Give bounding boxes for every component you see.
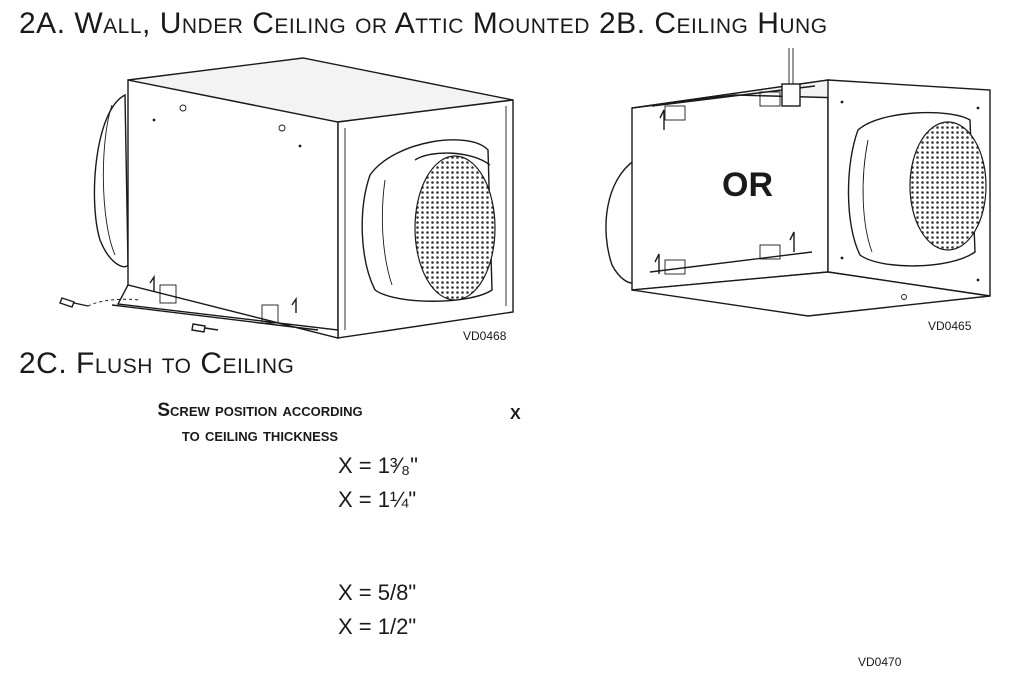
screw-position-title: Screw position according to ceiling thic… xyxy=(133,398,387,448)
screw-option-label: X = 1¼" xyxy=(338,487,417,512)
figure-code-2a: VD0468 xyxy=(463,329,507,343)
fig-2a-wall-mounted-unit xyxy=(59,57,514,339)
fig-2b-ceiling-hung-unit xyxy=(605,48,991,317)
or-label: OR xyxy=(722,166,773,204)
figure-code-2c: VD0470 xyxy=(858,655,902,669)
dimension-x-label: X xyxy=(510,406,521,423)
screw-option-label: X = 1/2" xyxy=(338,614,417,639)
section-2b-heading: 2B. Ceiling Hung xyxy=(599,7,828,40)
figure-code-2b: VD0465 xyxy=(928,319,972,333)
section-2c-heading: 2C. Flush to Ceiling xyxy=(19,347,295,380)
section-2a-heading: 2A. Wall, Under Ceiling or Attic Mounted xyxy=(19,7,590,40)
screw-position-title-line2: to ceiling thickness xyxy=(181,425,339,446)
screw-option-label: X = 5/8" xyxy=(338,580,417,605)
screw-position-title-line1: Screw position according xyxy=(157,400,363,421)
screw-option-label: X = 1³⁄₈" xyxy=(338,453,418,478)
